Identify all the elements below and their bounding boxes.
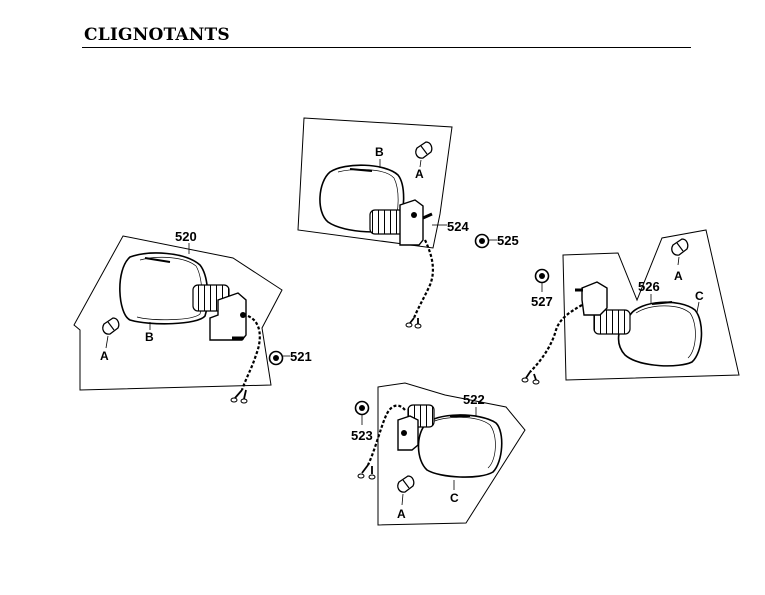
- lens-522: [417, 414, 503, 478]
- nut-521: 521: [268, 349, 312, 366]
- label-a: A: [415, 167, 424, 181]
- bulb-icon: [415, 141, 433, 159]
- group-outline-526: [562, 229, 740, 381]
- label-c: C: [695, 289, 704, 303]
- blinker-assembly-524: A B 524: [297, 117, 469, 329]
- bracket-522: [397, 415, 419, 451]
- blinker-assembly-520: A B 520: [73, 229, 283, 404]
- label-a: A: [397, 507, 406, 521]
- nut-525: 525: [474, 233, 519, 249]
- title-rule: [82, 47, 691, 48]
- callout-524: 524: [447, 219, 469, 234]
- group-outline-520: [73, 235, 283, 391]
- blinker-assembly-522: A C 522: [357, 382, 526, 526]
- wire-524: [412, 239, 434, 319]
- label-b: B: [145, 330, 154, 344]
- callout-523: 523: [351, 428, 373, 443]
- page-title: CLIGNOTANTS: [84, 25, 230, 45]
- bracket-526: [575, 281, 608, 316]
- label-a: A: [100, 349, 109, 363]
- label-a: A: [674, 269, 683, 283]
- wire-526: [529, 304, 583, 373]
- wire-522: [367, 404, 406, 466]
- nut-icon: [474, 233, 490, 249]
- callout-520: 520: [175, 229, 197, 244]
- bracket-524: [399, 199, 433, 246]
- bulb-icon: [397, 475, 415, 493]
- nut-icon: [534, 268, 550, 284]
- bracket-520: [209, 292, 247, 341]
- nut-icon: [354, 400, 370, 416]
- bulb-icon: [671, 238, 689, 256]
- callout-527: 527: [531, 294, 553, 309]
- label-c: C: [450, 491, 459, 505]
- callout-521: 521: [290, 349, 312, 364]
- group-outline-522: [377, 382, 526, 526]
- lens-526: [617, 301, 703, 367]
- nut-523: 523: [351, 400, 373, 443]
- stalk-524: [369, 209, 405, 235]
- blinker-assembly-526: A C 526: [521, 229, 740, 385]
- nut-icon: [268, 350, 284, 366]
- label-b: B: [375, 145, 384, 159]
- nut-527: 527: [531, 268, 553, 309]
- callout-525: 525: [497, 233, 519, 248]
- wire-520: [240, 314, 261, 391]
- stalk-526: [593, 309, 631, 335]
- callout-522: 522: [463, 392, 485, 407]
- group-outline-524: [297, 117, 453, 249]
- bulb-icon: [102, 317, 120, 335]
- callout-526: 526: [638, 279, 660, 294]
